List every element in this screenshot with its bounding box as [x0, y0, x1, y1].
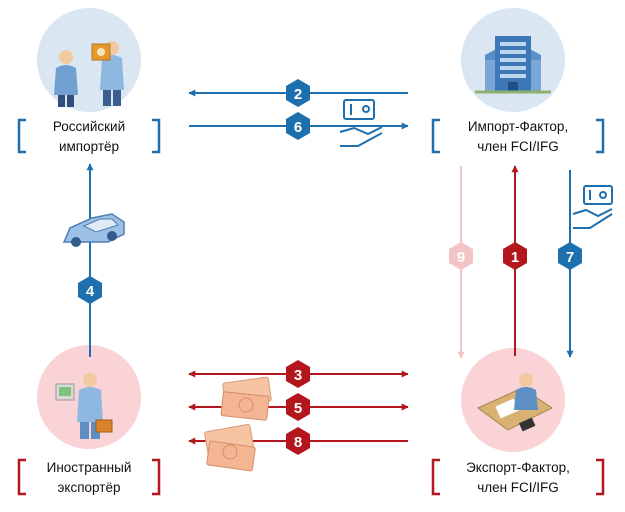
svg-text:7: 7: [566, 249, 574, 266]
label-line: Иностранный: [46, 460, 132, 475]
step-marker-6: 6: [286, 112, 310, 140]
label-line: экспортёр: [57, 480, 121, 495]
export-factor-desk-icon: [461, 348, 565, 452]
step-marker-4: 4: [78, 276, 102, 304]
banknotes-icon-lower: [204, 424, 256, 472]
payment-hand-icon: [339, 99, 383, 147]
bracket-russian-importer: [17, 118, 161, 154]
svg-text:3: 3: [294, 367, 302, 384]
step-marker-3: 3: [286, 360, 310, 388]
svg-text:1: 1: [511, 249, 519, 266]
label-import-factor: Импорт-Фактор, член FCI/IFG: [443, 117, 593, 157]
step-marker-9: 9: [449, 242, 473, 270]
step-marker-1: 1: [503, 242, 527, 270]
car-icon: [62, 213, 125, 247]
step-marker-5: 5: [286, 393, 310, 421]
svg-text:6: 6: [294, 119, 302, 136]
label-export-factor: Экспорт-Фактор, член FCI/IFG: [443, 458, 593, 498]
label-line: Экспорт-Фактор,: [466, 460, 570, 475]
svg-text:5: 5: [294, 400, 302, 417]
svg-text:2: 2: [294, 86, 302, 103]
import-factor-building-icon: [461, 8, 565, 112]
banknotes-icon-upper: [220, 376, 272, 421]
bracket-export-factor: [431, 458, 605, 496]
label-line: Импорт-Фактор,: [467, 119, 569, 134]
label-line: импортёр: [58, 139, 120, 154]
bracket-foreign-exporter: [17, 458, 161, 496]
bracket-import-factor: [431, 118, 605, 154]
svg-text:9: 9: [457, 249, 465, 266]
label-russian-importer: Российский импортёр: [14, 117, 164, 157]
label-line: член FCI/IFG: [477, 139, 559, 154]
russian-importer-icon: [37, 8, 141, 112]
label-foreign-exporter: Иностранный экспортёр: [14, 458, 164, 498]
foreign-exporter-icon: [37, 345, 141, 449]
payment-hand-icon-right: [572, 185, 613, 229]
step-marker-7: 7: [558, 242, 582, 270]
label-line: член FCI/IFG: [477, 480, 559, 495]
label-line: Российский: [52, 119, 126, 134]
svg-text:4: 4: [86, 283, 95, 300]
step-marker-2: 2: [286, 79, 310, 107]
svg-text:8: 8: [294, 434, 302, 451]
step-marker-8: 8: [286, 427, 310, 455]
